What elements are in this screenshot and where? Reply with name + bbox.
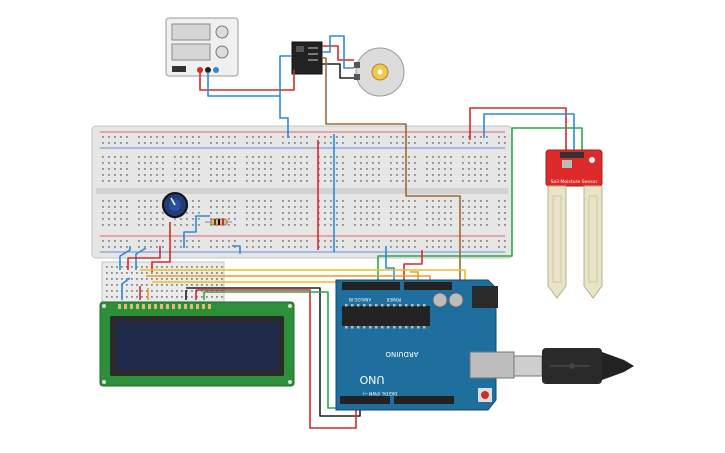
wire-relay-blue-2 — [322, 35, 354, 69]
potentiometer[interactable] — [162, 192, 188, 218]
wire-bb-blue-arduino — [385, 246, 395, 288]
wire-pot-blue — [232, 245, 241, 254]
chip-pins — [345, 304, 426, 329]
arduino-model: UNO — [359, 373, 384, 386]
lcd-pins — [118, 304, 211, 309]
wire-lcd-blue-3 — [183, 215, 210, 248]
arduino-analog-label: ANALOG IN — [349, 297, 371, 302]
arduino-power-label: POWER — [386, 297, 401, 302]
breadboard[interactable] — [91, 125, 513, 259]
soil-moisture-sensor[interactable]: Soil Moisture Sensor — [545, 149, 603, 299]
dc-motor[interactable] — [354, 47, 405, 97]
wire-black-lcd — [186, 287, 361, 417]
wire-lcd-blue-2 — [135, 247, 147, 270]
wire-relay-brown — [322, 57, 461, 284]
wire-lcd-pin-1 — [121, 277, 131, 300]
lcd-16x2[interactable] — [99, 301, 295, 387]
wire-relay-red-motor — [322, 45, 354, 61]
sensor-probe-right — [583, 185, 603, 299]
breadboard-holes — [102, 136, 506, 248]
wire-lcd-red-1 — [127, 246, 161, 270]
wire-lcd-red-2 — [151, 222, 171, 272]
wire-ps-red — [199, 70, 295, 91]
sensor-probe-left — [547, 185, 567, 299]
wire-relay-blue — [279, 96, 289, 138]
relay-module[interactable] — [291, 41, 323, 75]
resistor[interactable] — [205, 218, 232, 226]
wire-sensor-blue — [483, 113, 575, 150]
arduino-uno[interactable]: ARDUINO UNO POWER ANALOG IN DIGITAL (PWM… — [335, 279, 515, 411]
wire-sensor-green — [377, 127, 583, 286]
wire-relay-black-motor — [322, 63, 354, 79]
wire-lcd-blue-1 — [119, 246, 131, 270]
arduino-brand: ARDUINO — [385, 350, 418, 358]
wire-sensor-red — [469, 107, 567, 150]
usb-cable[interactable] — [513, 348, 634, 384]
soil-sensor-label: Soil Moisture Sensor — [551, 179, 598, 185]
arduino-digital-label: DIGITAL (PWM ~) — [362, 391, 397, 396]
power-supply[interactable] — [165, 17, 239, 77]
wire-red-lcd — [196, 289, 357, 429]
